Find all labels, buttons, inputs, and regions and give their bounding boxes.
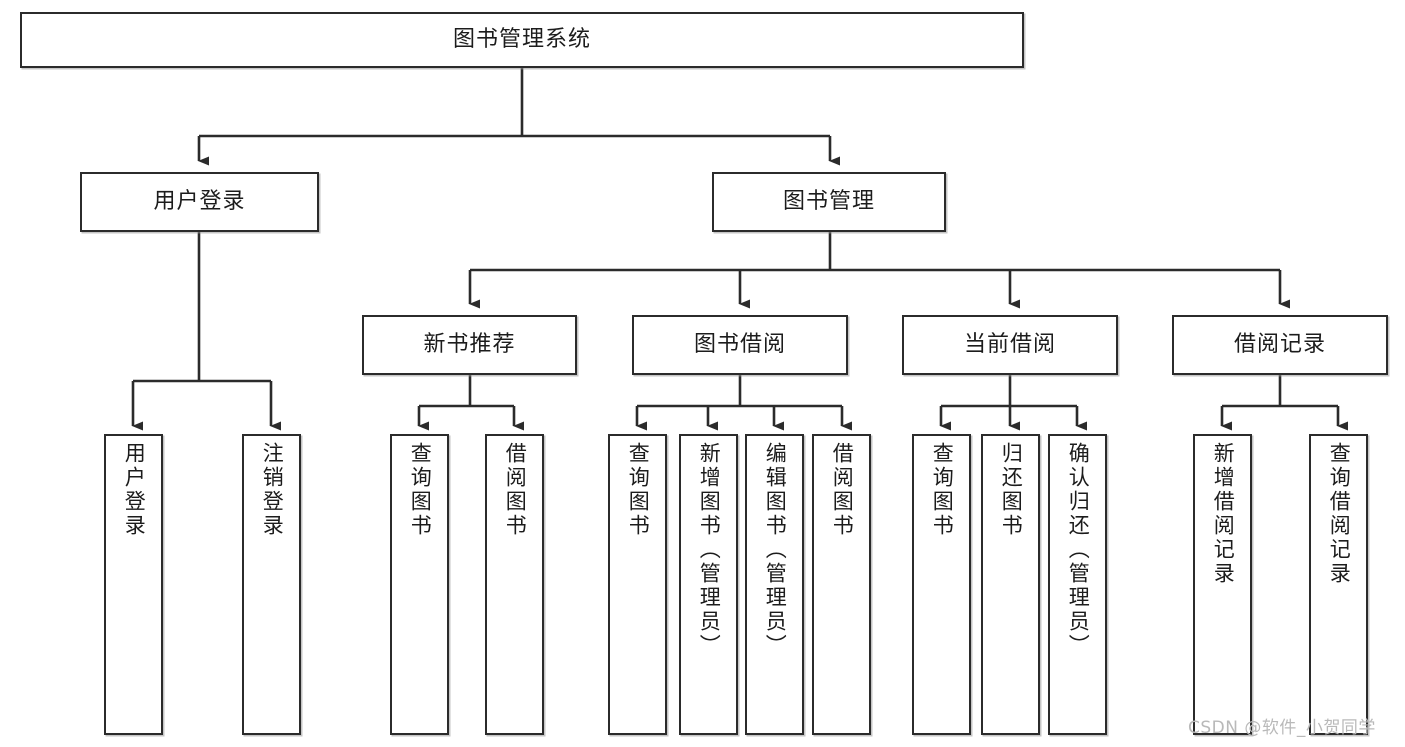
leaf-edit-book-label: 编辑图书（管理员）: [763, 442, 788, 658]
edges-newbook-to-leaves: [417, 375, 524, 431]
node-current-borrow-label: 当前借阅: [963, 332, 1056, 357]
leaf-query-record[interactable]: 查询借阅记录: [1309, 434, 1368, 735]
leaf-return-book-label: 归还图书: [999, 442, 1024, 538]
edges-bookmgmt-to-level3: [468, 232, 1290, 309]
leaf-query-book-newbook[interactable]: 查询图书: [390, 434, 449, 735]
node-root-system[interactable]: 图书管理系统: [20, 12, 1024, 68]
leaf-confirm-return-label: 确认归还（管理员）: [1066, 442, 1091, 658]
leaf-user-logout-label: 注销登录: [260, 442, 285, 538]
leaf-user-login-label: 用户登录: [122, 442, 147, 538]
node-borrow-record-label: 借阅记录: [1233, 332, 1326, 357]
node-user-login-label: 用户登录: [153, 189, 246, 214]
leaf-add-record-label: 新增借阅记录: [1211, 442, 1236, 586]
edges-borrowrecord-to-leaves: [1220, 375, 1348, 431]
node-book-management[interactable]: 图书管理: [712, 172, 946, 232]
leaf-user-login[interactable]: 用户登录: [104, 434, 163, 735]
node-new-book-recommend[interactable]: 新书推荐: [362, 315, 577, 375]
leaf-edit-book[interactable]: 编辑图书（管理员）: [745, 434, 804, 735]
leaf-query-book-borrow-label: 查询图书: [626, 442, 651, 538]
csdn-watermark: CSDN @软件_小贺同学: [1188, 718, 1376, 738]
node-current-borrow[interactable]: 当前借阅: [902, 315, 1118, 375]
node-user-login[interactable]: 用户登录: [80, 172, 319, 232]
leaf-user-logout[interactable]: 注销登录: [242, 434, 301, 735]
edges-root-to-level2: [197, 68, 840, 166]
leaf-borrow-book-newbook[interactable]: 借阅图书: [485, 434, 544, 735]
leaf-query-record-label: 查询借阅记录: [1327, 442, 1352, 586]
node-root-system-label: 图书管理系统: [452, 27, 591, 52]
leaf-borrow-book-borrow-label: 借阅图书: [830, 442, 855, 538]
leaf-query-book-borrow[interactable]: 查询图书: [608, 434, 667, 735]
node-book-borrow-label: 图书借阅: [693, 332, 786, 357]
leaf-confirm-return[interactable]: 确认归还（管理员）: [1048, 434, 1107, 735]
edges-userlogin-to-leaves: [131, 232, 281, 431]
leaf-add-book-label: 新增图书（管理员）: [697, 442, 722, 658]
leaf-borrow-book-newbook-label: 借阅图书: [503, 442, 528, 538]
node-book-management-label: 图书管理: [782, 189, 875, 214]
edges-bookborrow-to-leaves: [635, 375, 852, 431]
node-book-borrow[interactable]: 图书借阅: [632, 315, 848, 375]
edges-currentborrow-to-leaves: [939, 375, 1087, 431]
leaf-query-book-current[interactable]: 查询图书: [912, 434, 971, 735]
leaf-return-book[interactable]: 归还图书: [981, 434, 1040, 735]
node-new-book-recommend-label: 新书推荐: [423, 332, 516, 357]
leaf-query-book-newbook-label: 查询图书: [408, 442, 433, 538]
leaf-add-record[interactable]: 新增借阅记录: [1193, 434, 1252, 735]
leaf-query-book-current-label: 查询图书: [930, 442, 955, 538]
node-borrow-record[interactable]: 借阅记录: [1172, 315, 1388, 375]
leaf-add-book[interactable]: 新增图书（管理员）: [679, 434, 738, 735]
leaf-borrow-book-borrow[interactable]: 借阅图书: [812, 434, 871, 735]
